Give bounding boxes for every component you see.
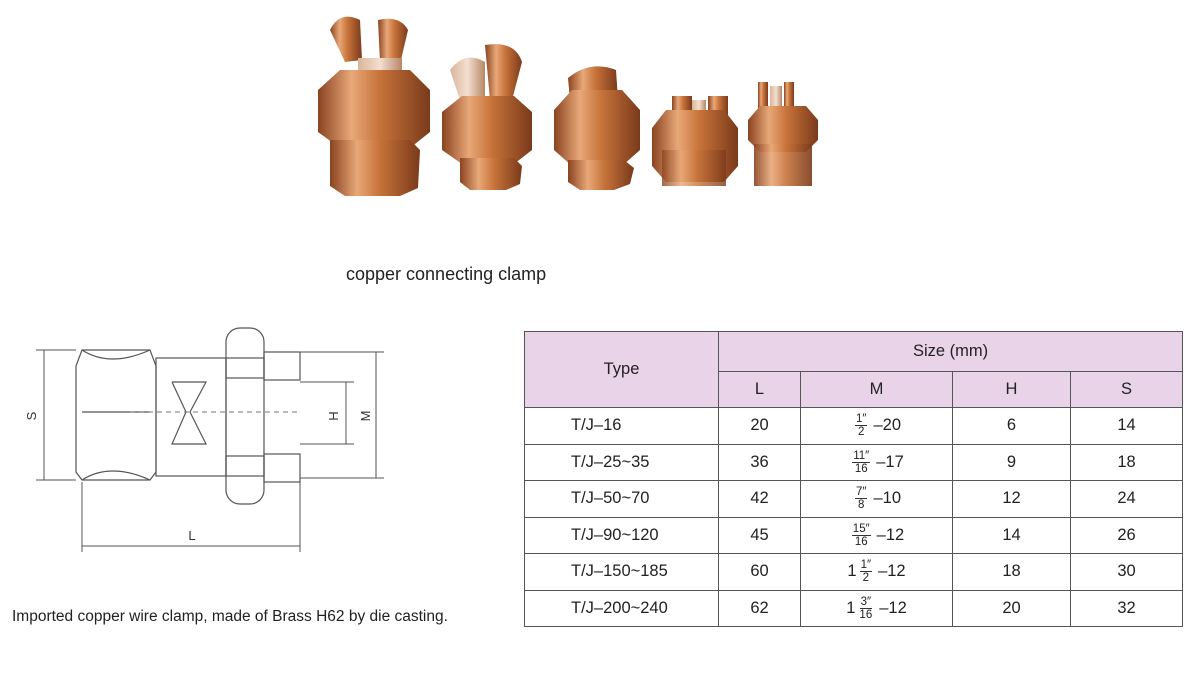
- m-denominator: 8: [858, 499, 865, 512]
- product-photo: [318, 16, 818, 196]
- cell-h: 14: [952, 516, 1071, 554]
- m-denominator: 2: [858, 426, 865, 439]
- cell-l: 45: [718, 516, 801, 554]
- dim-label-h: H: [326, 411, 341, 420]
- cell-l: 20: [718, 407, 801, 445]
- m-denominator: 16: [859, 608, 873, 621]
- m-tail: –12: [878, 562, 906, 581]
- cell-h: 18: [952, 553, 1071, 591]
- m-numerator: 7″: [855, 486, 868, 500]
- drawing-hex-body: [75, 349, 157, 481]
- header-type: Type: [524, 331, 719, 408]
- m-fraction: 7″8: [855, 486, 868, 512]
- m-numerator: 1″: [855, 413, 868, 427]
- m-tail: –12: [876, 525, 905, 544]
- dim-label-l: L: [188, 528, 195, 543]
- cell-h: 20: [952, 589, 1071, 627]
- cell-type: T/J–25~35: [524, 443, 719, 481]
- cell-s: 24: [1069, 480, 1184, 518]
- m-tail: –12: [879, 598, 907, 617]
- cell-s: 32: [1069, 589, 1184, 627]
- clamp-2: [442, 44, 532, 190]
- description-text: Imported copper wire clamp, made of Bras…: [12, 608, 448, 625]
- drawing-nut: [225, 327, 265, 505]
- cell-l: 42: [718, 480, 801, 518]
- cell-type: T/J–200~240: [524, 589, 719, 627]
- m-fraction: 15″16: [851, 522, 871, 548]
- m-numerator: 1″: [859, 559, 873, 573]
- dim-label-m: M: [358, 411, 373, 422]
- cell-type: T/J–50~70: [524, 480, 719, 518]
- m-fraction: 11″16: [852, 449, 871, 475]
- header-m: M: [800, 371, 953, 408]
- technical-drawing: S H M L: [24, 327, 384, 552]
- header-l: L: [718, 371, 801, 408]
- cell-m: 1″2 –20: [800, 407, 953, 445]
- m-tail: –10: [873, 489, 901, 508]
- m-fraction: 3″16: [858, 596, 873, 621]
- m-fraction: 1″2: [855, 413, 868, 439]
- cell-type: T/J–90~120: [524, 516, 719, 554]
- drawing-shank: [155, 357, 227, 477]
- m-denominator: 16: [854, 535, 868, 548]
- cell-h: 9: [952, 443, 1071, 481]
- cell-s: 26: [1069, 516, 1184, 554]
- clamp-1: [318, 16, 430, 196]
- m-whole: 1: [846, 598, 856, 617]
- clamp-3: [554, 66, 640, 190]
- m-tail: –20: [873, 416, 901, 435]
- clamp-4: [652, 96, 738, 186]
- cell-type: T/J–150~185: [524, 553, 719, 591]
- cell-h: 12: [952, 480, 1071, 518]
- m-denominator: 2: [862, 572, 870, 585]
- header-h: H: [952, 371, 1071, 408]
- cell-h: 6: [952, 407, 1071, 445]
- cell-l: 36: [718, 443, 801, 481]
- m-fraction: 1″2: [859, 559, 873, 585]
- cell-s: 14: [1069, 407, 1184, 445]
- photo-caption: copper connecting clamp: [346, 264, 547, 284]
- m-numerator: 11″: [852, 449, 871, 463]
- cell-m: 7″8 –10: [800, 480, 953, 518]
- cell-l: 60: [718, 553, 801, 591]
- m-numerator: 15″: [851, 522, 871, 536]
- cell-m: 11″16 –17: [800, 443, 953, 481]
- m-denominator: 16: [854, 462, 868, 475]
- m-tail: –17: [876, 452, 904, 471]
- header-s: S: [1069, 371, 1184, 408]
- cell-s: 30: [1069, 553, 1184, 591]
- clamp-5: [748, 82, 818, 186]
- cell-s: 18: [1069, 443, 1184, 481]
- cell-type: T/J–16: [524, 407, 719, 445]
- cell-l: 62: [718, 589, 801, 627]
- m-whole: 1: [847, 562, 857, 581]
- header-size: Size (mm): [717, 331, 1184, 372]
- cell-m: 15″16 –12: [800, 516, 953, 554]
- m-numerator: 3″: [859, 595, 873, 609]
- dim-label-s: S: [24, 411, 39, 420]
